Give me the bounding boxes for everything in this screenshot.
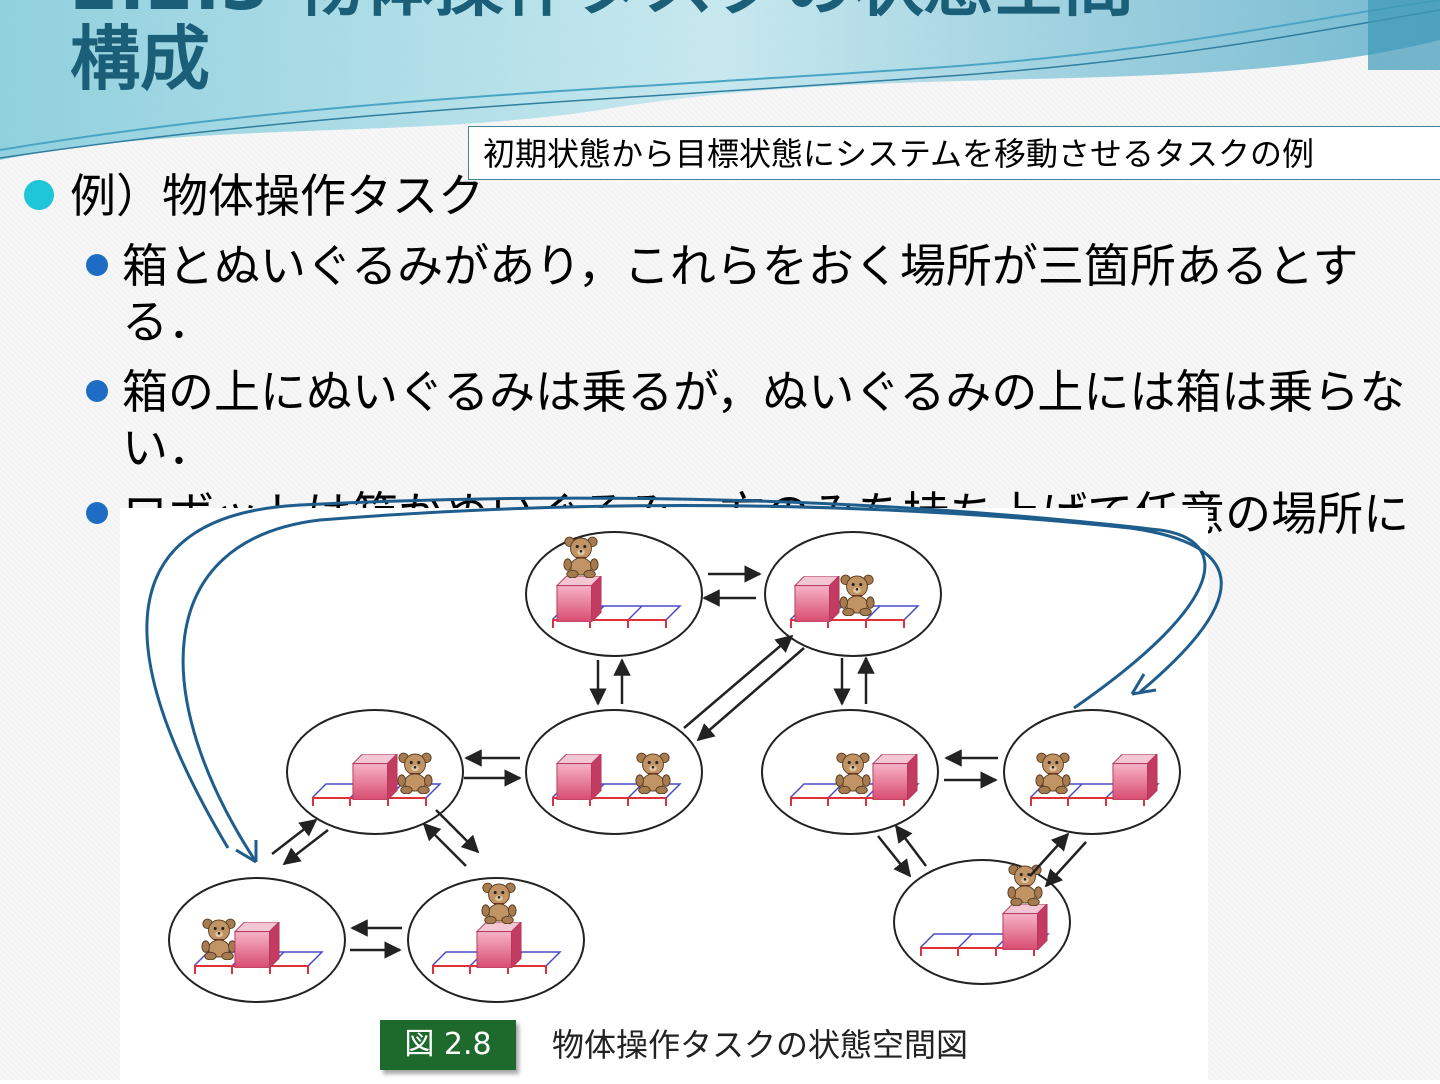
bullet-dot [86, 254, 108, 276]
figure-caption: 物体操作タスクの状態空間図 [552, 1026, 969, 1064]
callout-box: 初期状態から目標状態にシステムを移動させるタスクの例 [468, 126, 1440, 180]
state-node [525, 709, 703, 835]
state-node [525, 531, 703, 657]
bullet-dot [86, 502, 108, 524]
bullet-item-text: 箱の上にぬいぐるみは乗るが，ぬいぐるみの上には箱は乗らない． [122, 365, 1406, 475]
header-wave-decoration [0, 0, 1440, 160]
figure-number: 図 2.8 [380, 1020, 516, 1070]
transition-arrow [282, 829, 329, 866]
state-node [893, 859, 1071, 985]
title-line-2: 構成 [70, 18, 210, 100]
state-space-figure [120, 508, 1208, 1080]
bullet-item: 箱とぬいぐるみがあり，これらをおく場所が三箇所あるとする． [86, 238, 1416, 350]
transition-arrow [894, 824, 927, 867]
transition-arrow [683, 634, 794, 729]
slide-title: 2.2.3 物体操作タスクの状態空間 構成 [70, 0, 1370, 96]
bullet-item-text: 箱とぬいぐるみがあり，これらをおく場所が三箇所あるとする． [122, 239, 1359, 349]
title-line-1: 2.2.3 物体操作タスクの状態空間 [70, 0, 1370, 22]
state-node [286, 709, 464, 835]
state-node [168, 877, 346, 1003]
state-node [1003, 709, 1181, 835]
transition-arrow [696, 647, 805, 742]
state-node [407, 877, 585, 1003]
transition-arrow [271, 818, 318, 855]
bullet-level1: 例）物体操作タスク [24, 168, 484, 224]
bullet-dot [86, 380, 108, 402]
transition-arrow [1044, 841, 1087, 888]
state-space-diagram [168, 531, 1181, 1003]
bullet-dot [24, 180, 54, 210]
transition-arrow [877, 835, 912, 878]
transition-arrow [422, 822, 467, 867]
bullet-item: 箱の上にぬいぐるみは乗るが，ぬいぐるみの上には箱は乗らない． [86, 364, 1416, 476]
transition-arrow [435, 809, 480, 854]
bullet-level1-text: 例）物体操作タスク [70, 169, 484, 223]
state-node [761, 709, 939, 835]
